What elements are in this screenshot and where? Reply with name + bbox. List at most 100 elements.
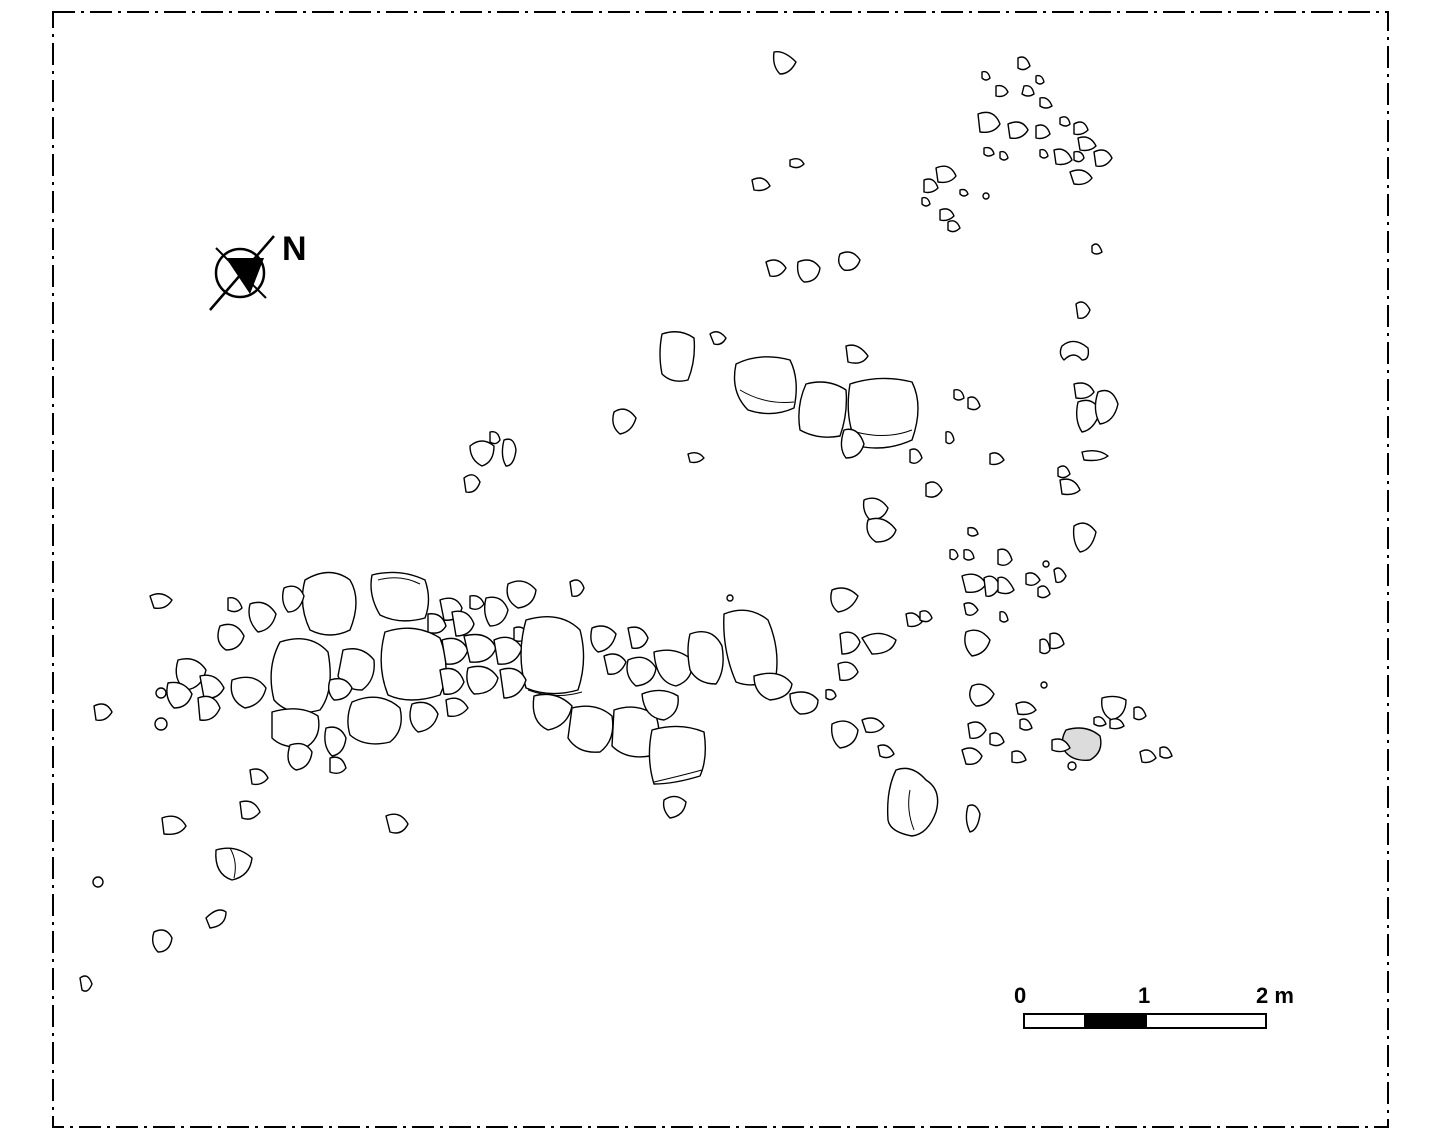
scale-bar-segment bbox=[1145, 1013, 1267, 1029]
stone bbox=[861, 632, 897, 655]
stone bbox=[997, 576, 1015, 595]
stone bbox=[961, 573, 987, 594]
stone bbox=[1059, 116, 1071, 127]
stone bbox=[626, 656, 657, 687]
scale-bar: 0 1 2 m bbox=[1014, 983, 1294, 1029]
stone-outline bbox=[653, 769, 703, 783]
stone bbox=[501, 438, 517, 467]
stone bbox=[845, 344, 869, 364]
stone bbox=[1073, 121, 1089, 136]
stone bbox=[1077, 136, 1097, 152]
stone bbox=[925, 481, 943, 498]
stone bbox=[648, 725, 707, 785]
stone bbox=[839, 631, 861, 655]
stone bbox=[1053, 148, 1073, 166]
stone bbox=[469, 440, 495, 467]
stone bbox=[967, 526, 979, 537]
stone bbox=[281, 585, 305, 613]
stone bbox=[199, 674, 225, 699]
stone bbox=[862, 497, 889, 521]
stone bbox=[79, 975, 93, 992]
stone bbox=[1075, 301, 1091, 320]
stone bbox=[789, 691, 819, 715]
stone bbox=[798, 381, 848, 438]
stone bbox=[451, 610, 475, 637]
stone bbox=[733, 356, 797, 415]
stone bbox=[1019, 718, 1033, 731]
stone bbox=[324, 726, 347, 757]
stone bbox=[772, 51, 797, 75]
stone bbox=[1057, 465, 1071, 479]
stone bbox=[1035, 74, 1045, 85]
stone bbox=[166, 681, 193, 709]
stone bbox=[1059, 340, 1090, 361]
stone bbox=[1053, 567, 1067, 584]
stone bbox=[753, 672, 793, 701]
stone-layer bbox=[79, 51, 1173, 992]
stone bbox=[370, 571, 430, 622]
stone bbox=[489, 430, 501, 445]
stone bbox=[301, 571, 357, 636]
stone bbox=[837, 661, 859, 682]
stone bbox=[1007, 121, 1029, 140]
stone bbox=[215, 847, 253, 881]
stone bbox=[847, 377, 919, 449]
stone bbox=[964, 629, 991, 657]
stone-outline bbox=[229, 847, 236, 879]
stone bbox=[963, 548, 975, 561]
stone bbox=[1075, 399, 1101, 433]
stone bbox=[1109, 718, 1125, 730]
stone bbox=[161, 815, 187, 836]
stone bbox=[989, 732, 1005, 747]
stone bbox=[789, 157, 805, 169]
stone bbox=[905, 612, 923, 628]
scale-bar-segment bbox=[1084, 1013, 1147, 1029]
stone bbox=[1073, 382, 1095, 400]
stone bbox=[230, 676, 267, 709]
stone bbox=[796, 259, 821, 283]
stone bbox=[217, 623, 245, 651]
stone bbox=[981, 70, 991, 81]
stone bbox=[909, 448, 923, 465]
stone-outline bbox=[739, 389, 795, 403]
stone bbox=[1069, 169, 1093, 186]
stone bbox=[149, 593, 173, 610]
stone bbox=[463, 474, 481, 493]
stone bbox=[466, 665, 499, 695]
stone bbox=[1049, 632, 1065, 650]
scale-label-1: 1 bbox=[1138, 983, 1150, 1008]
stone bbox=[1037, 585, 1051, 599]
stone bbox=[270, 638, 331, 714]
stone bbox=[287, 742, 313, 771]
stone bbox=[999, 150, 1009, 161]
stone bbox=[977, 111, 1001, 134]
stone bbox=[1081, 449, 1109, 462]
stone bbox=[921, 196, 931, 207]
stone bbox=[866, 517, 897, 543]
stone bbox=[469, 594, 485, 611]
north-arrow-icon: N bbox=[209, 230, 307, 311]
stone bbox=[1039, 638, 1051, 655]
stone bbox=[1021, 84, 1035, 97]
stone bbox=[445, 697, 469, 718]
stone bbox=[1093, 149, 1113, 168]
stone bbox=[1159, 746, 1173, 759]
stone bbox=[1042, 560, 1050, 568]
stone bbox=[532, 693, 573, 731]
stone bbox=[569, 579, 585, 598]
stone bbox=[1011, 750, 1027, 764]
stone bbox=[995, 84, 1009, 98]
stone bbox=[612, 408, 637, 435]
stone bbox=[861, 717, 885, 734]
stone bbox=[627, 626, 649, 649]
stone bbox=[385, 813, 409, 834]
stone bbox=[662, 795, 687, 819]
stone bbox=[151, 929, 173, 953]
scale-label-2m: 2 m bbox=[1256, 983, 1294, 1008]
stone bbox=[709, 331, 727, 346]
stone bbox=[1067, 761, 1077, 771]
stone bbox=[919, 610, 933, 623]
stone bbox=[726, 594, 734, 602]
stone bbox=[999, 610, 1009, 623]
